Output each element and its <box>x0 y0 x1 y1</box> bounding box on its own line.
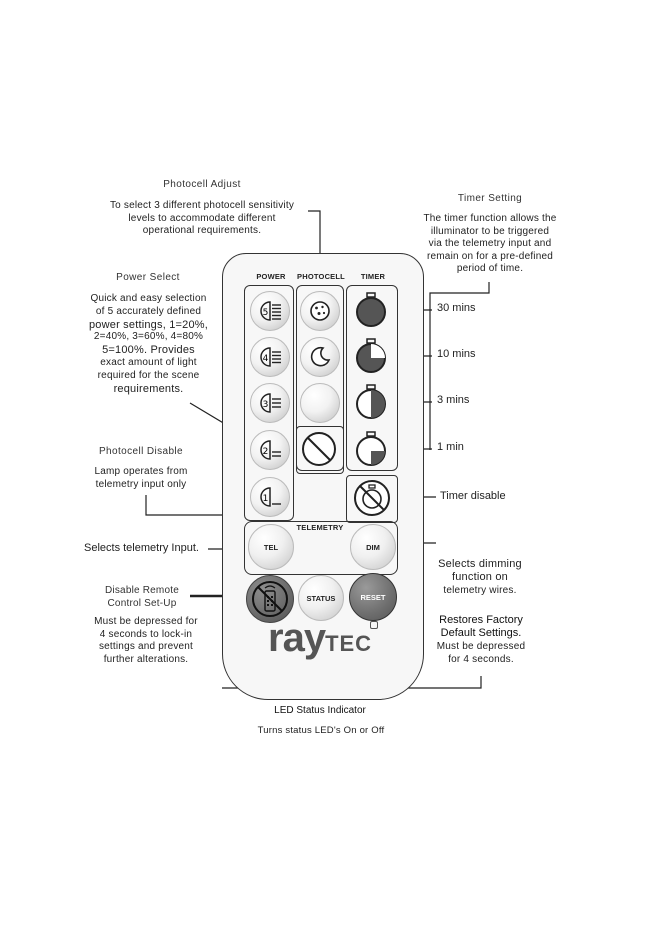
power-select-desc: Quick and easy selection of 5 accurately… <box>88 293 209 395</box>
logo-mark-icon <box>370 621 378 629</box>
telemetry-label: TELEMETRY <box>296 523 344 532</box>
timer-disable-button[interactable] <box>350 477 394 519</box>
disable-remote-title: Disable Remote Control Set-Up <box>105 585 179 609</box>
timer-header: TIMER <box>360 272 386 281</box>
power-group <box>244 285 294 521</box>
photocell-high-button[interactable] <box>300 291 340 331</box>
timer-3mins-button[interactable] <box>352 383 390 421</box>
svg-text:5: 5 <box>263 308 269 318</box>
photocell-adjust-desc: To select 3 different photocell sensitiv… <box>109 200 295 236</box>
power-select-title: Power Select <box>116 272 180 283</box>
timer-setting-title: Timer Setting <box>457 193 523 204</box>
power-5-button[interactable]: 5 <box>250 291 290 331</box>
reset-button[interactable]: RESET <box>349 573 397 621</box>
power-level-icon: 5 <box>260 301 281 321</box>
leader-timer-setting <box>429 282 490 450</box>
tel-button[interactable]: TEL <box>248 524 294 570</box>
led-status-desc: Turns status LED's On or Off <box>257 725 385 736</box>
photocell-mid-button[interactable] <box>300 337 340 377</box>
power-3-button[interactable]: 3 <box>250 383 290 423</box>
moon-phase-icon <box>310 346 331 367</box>
timer-disable-label: Timer disable <box>440 490 506 502</box>
moon-phase-icon <box>310 301 330 321</box>
restores-desc: Must be depressed for 4 seconds. <box>436 641 526 665</box>
power-4-button[interactable]: 4 <box>250 337 290 377</box>
photocell-low-button[interactable] <box>300 383 340 423</box>
power-level-icon: 1 <box>260 487 281 507</box>
dim-button[interactable]: DIM <box>350 524 396 570</box>
svg-text:4: 4 <box>263 354 269 364</box>
timer-1min-button[interactable] <box>352 430 390 468</box>
remote-no-icon <box>252 581 288 617</box>
power-header: POWER <box>256 272 286 281</box>
photocell-disable-title: Photocell Disable <box>98 446 184 457</box>
selects-telemetry-label: Selects telemetry Input. <box>84 542 199 554</box>
led-status-title: LED Status Indicator <box>274 705 366 716</box>
stopwatch-icon <box>356 384 386 419</box>
status-button[interactable]: STATUS <box>298 575 344 621</box>
stopwatch-icon <box>356 431 386 466</box>
timer-10mins-label: 10 mins <box>437 348 476 360</box>
svg-text:1: 1 <box>263 494 269 504</box>
power-2-button[interactable]: 2 <box>250 430 290 470</box>
restores-title: Restores Factory Default Settings. <box>439 614 523 639</box>
photocell-header: PHOTOCELL <box>297 272 345 281</box>
svg-text:3: 3 <box>263 400 269 410</box>
photocell-disable-button[interactable] <box>298 428 340 470</box>
timer-30mins-label: 30 mins <box>437 302 476 314</box>
timer-setting-desc: The timer function allows the illuminato… <box>423 213 557 274</box>
svg-text:2: 2 <box>263 447 269 457</box>
no-symbol-icon <box>354 480 390 516</box>
stopwatch-icon <box>356 338 386 373</box>
power-level-icon: 3 <box>260 393 281 413</box>
stopwatch-icon <box>356 292 386 327</box>
photocell-adjust-title: Photocell Adjust <box>163 179 241 190</box>
photocell-group <box>296 285 344 471</box>
timer-10mins-button[interactable] <box>352 337 390 375</box>
disable-remote-desc: Must be depressed for 4 seconds to lock-… <box>94 616 198 665</box>
raytec-logo: ray TEC <box>268 616 373 660</box>
selects-dimming-desc: Selects dimming function on telemetry wi… <box>438 558 522 596</box>
power-level-icon: 2 <box>260 440 281 460</box>
timer-30mins-button[interactable] <box>352 291 390 329</box>
timer-1min-label: 1 min <box>437 441 464 453</box>
photocell-disable-group <box>296 426 344 474</box>
photocell-disable-desc: Lamp operates from telemetry input only <box>94 466 188 490</box>
telemetry-group <box>244 521 398 575</box>
moon-phase-icon <box>314 394 331 414</box>
no-symbol-icon <box>302 432 336 466</box>
power-level-icon: 4 <box>260 347 281 367</box>
timer-disable-group <box>346 475 398 523</box>
timer-group <box>346 285 398 471</box>
power-1-button[interactable]: 1 <box>250 477 290 517</box>
disable-remote-button[interactable] <box>246 575 294 623</box>
timer-3mins-label: 3 mins <box>437 394 470 406</box>
